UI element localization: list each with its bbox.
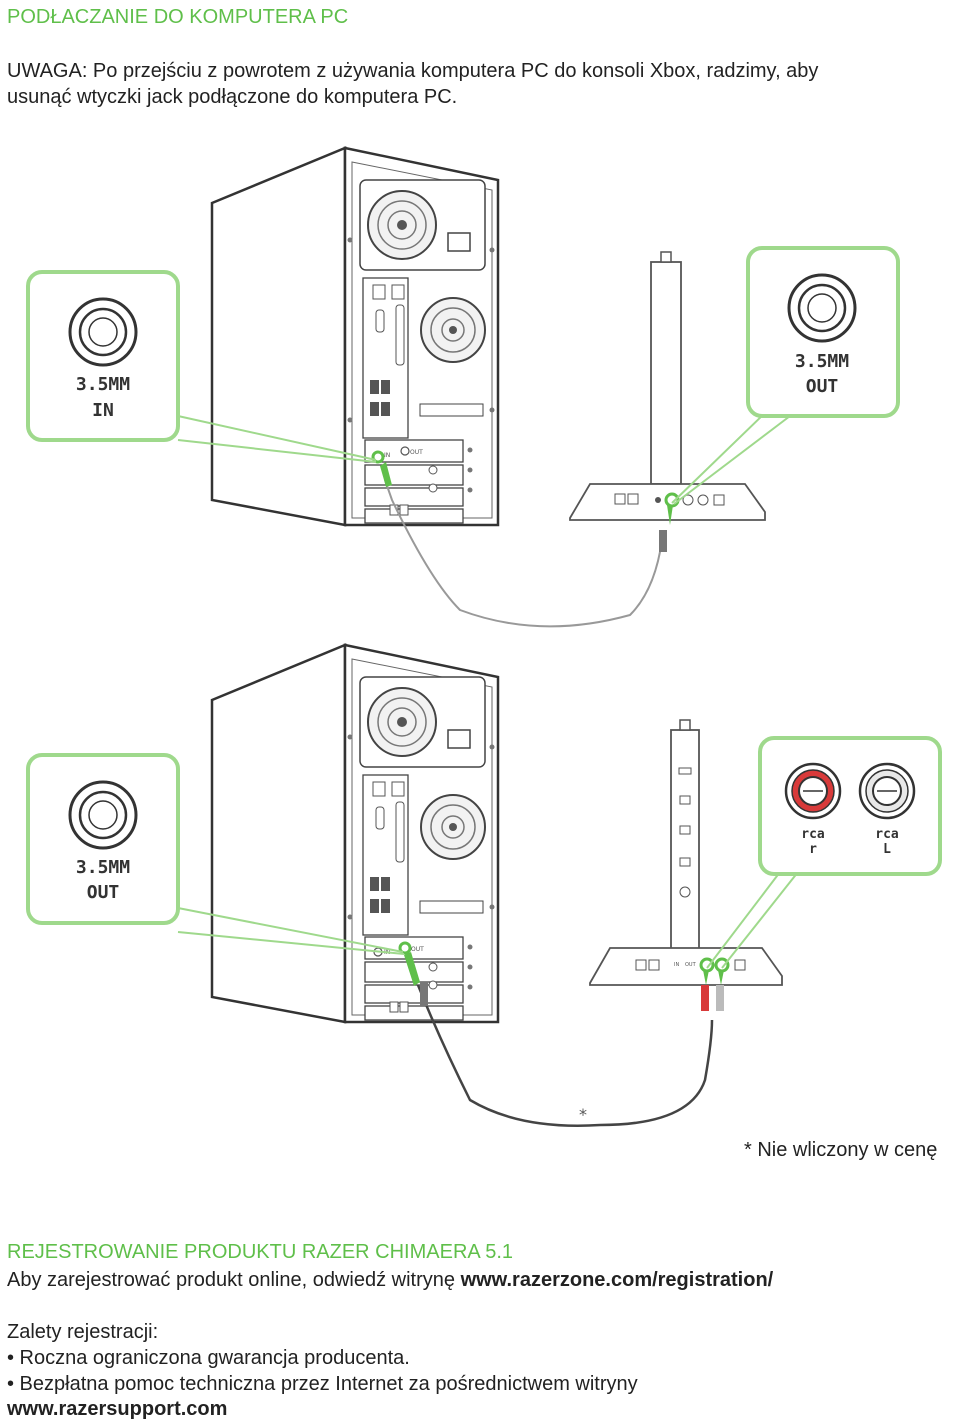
callout-in-size: 3.5MM (76, 374, 130, 395)
callout-3-5mm-in: 3.5MM IN (26, 270, 180, 442)
pc-jack-in-label: IN (384, 452, 390, 459)
stand-rca-r-jack (699, 957, 715, 973)
rca-red-plug (701, 985, 709, 1011)
asterisk-mark: * (579, 1105, 587, 1124)
registration-line: Aby zarejestrować produkt online, odwied… (7, 1267, 773, 1293)
section-title-pc: PODŁACZANIE DO KOMPUTERA PC (7, 6, 349, 28)
stand-rca-l-jack (714, 957, 730, 973)
callout-3-5mm-out-stand: 3.5MM OUT (746, 246, 900, 418)
callout-out-stand-size: 3.5MM (795, 351, 849, 372)
rca-white-plug (716, 985, 724, 1011)
callout-out-stand-type: OUT (806, 376, 839, 397)
callout-in-type: IN (92, 400, 114, 421)
registration-text: Aby zarejestrować produkt online, odwied… (7, 1269, 461, 1291)
callout-out-pc-type: OUT (87, 882, 120, 903)
headset-stand-top (569, 251, 766, 521)
pc-tower-bottom (210, 643, 500, 1024)
callout-out-pc-size: 3.5MM (76, 857, 130, 878)
callout-rca-r-type: rca (801, 827, 825, 842)
benefit-item-warranty: • Roczna ograniczona gwarancja producent… (7, 1347, 410, 1369)
callout-rca-r-side: r (809, 842, 817, 857)
benefits-title: Zalety rejestracji: (7, 1321, 159, 1343)
warning-note-line-2: usunąć wtyczki jack podłączone do komput… (7, 86, 458, 108)
warning-note-line-1: UWAGA: Po przejściu z powrotem z używani… (7, 60, 819, 82)
callout-3-5mm-out-pc: 3.5MM OUT (26, 753, 180, 925)
registration-url-link[interactable]: www.razerzone.com/registration/ (460, 1269, 774, 1291)
pc-line-out-jack (398, 941, 412, 955)
stand-out-label: OUT (685, 962, 697, 968)
callout-rca-l-type: rca (875, 827, 899, 842)
benefit-item-support: • Bezpłatna pomoc techniczna przez Inter… (7, 1373, 638, 1395)
headset-stand-bottom: IN OUT (589, 719, 783, 986)
pc-tower-top (210, 146, 500, 527)
callout-rca: rca r rca L (758, 736, 942, 876)
pc-jack-out-label: OUT (410, 449, 423, 456)
connection-diagram: IN OUT 3.5MM IN 3.5MM OUT (26, 146, 942, 1127)
callout-rca-l-side: L (883, 842, 891, 857)
section-title-registration: REJESTROWANIE PRODUKTU RAZER CHIMAERA 5.… (7, 1241, 513, 1263)
stand-in-label: IN (674, 962, 679, 968)
pc-jack-out-label-b: OUT (411, 946, 424, 953)
footnote-not-included: * Nie wliczony w cenę (744, 1139, 938, 1161)
support-url-link[interactable]: www.razersupport.com (7, 1398, 228, 1420)
